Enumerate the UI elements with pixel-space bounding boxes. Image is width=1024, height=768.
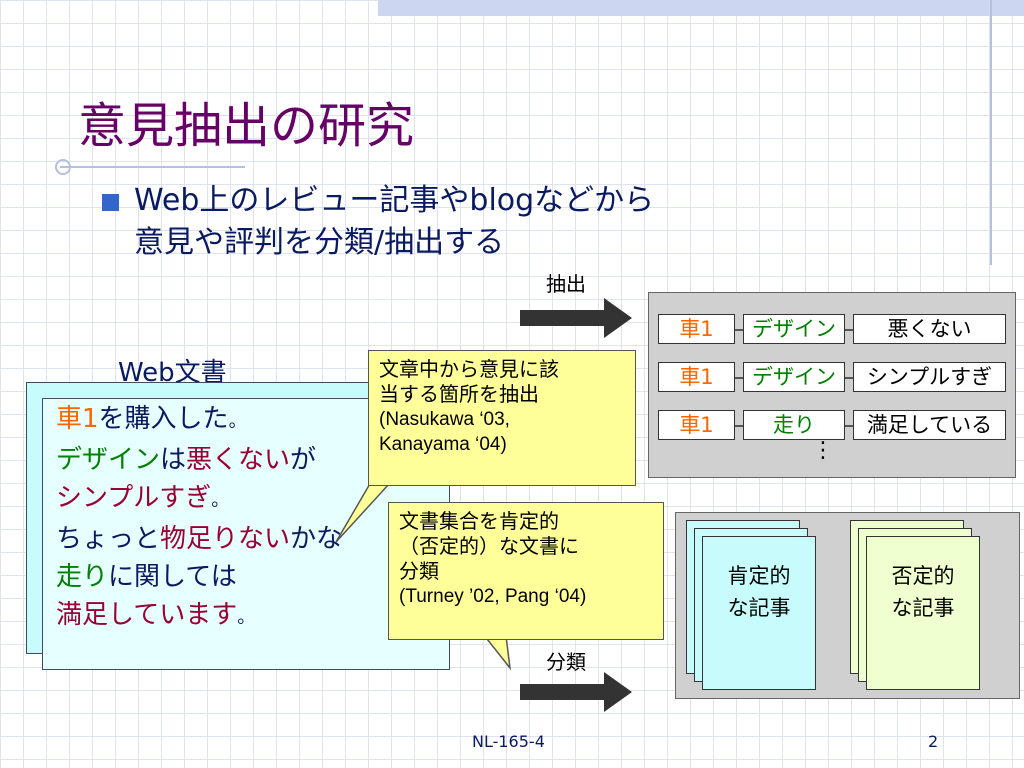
doc-line-5: 走りに関しては — [56, 562, 237, 592]
doc-line-3: シンプルすぎ。 — [56, 483, 230, 513]
connector — [735, 329, 743, 331]
doc-line-1: 車1を購入した。 — [56, 404, 247, 434]
connector — [735, 377, 743, 379]
classify-arrow-icon — [520, 672, 632, 712]
page-number: 2 — [928, 732, 939, 751]
connector — [735, 425, 743, 427]
bullet-text: Web上のレビュー記事やblogなどから 意見や評判を分類/抽出する — [134, 180, 654, 264]
positive-article-page — [702, 536, 816, 690]
header-band — [378, 0, 1024, 16]
connector — [845, 377, 853, 379]
footer-label: NL-165-4 — [472, 732, 545, 751]
slide-title: 意見抽出の研究 — [78, 98, 415, 154]
positive-article-label: 肯定的 な記事 — [727, 564, 791, 620]
extract-aspect-cell: デザイン — [743, 362, 845, 392]
decorative-circle-icon — [55, 159, 71, 175]
doc-line-4: ちょっと物足りないかな — [56, 524, 343, 554]
connector — [845, 329, 853, 331]
extract-opinion-cell: 悪くない — [853, 314, 1006, 344]
extract-arrow-icon — [520, 298, 632, 338]
connector — [845, 425, 853, 427]
negative-article-label: 否定的 な記事 — [891, 564, 955, 620]
bullet-line-2: 意見や評判を分類/抽出する — [134, 225, 505, 260]
more-rows-ellipsis: ⋮ — [812, 438, 834, 463]
extract-opinion-cell: 満足している — [853, 410, 1006, 440]
extract-aspect-cell: 走り — [743, 410, 845, 440]
classify-label: 分類 — [546, 650, 586, 674]
extract-label: 抽出 — [546, 272, 586, 296]
doc-line-2: デザインは悪くないが — [56, 445, 317, 475]
extract-aspect-cell: デザイン — [743, 314, 845, 344]
classify-callout: 文書集合を肯定的 （否定的）な文書に 分類 (Turney ’02, Pang … — [388, 502, 664, 640]
negative-article-page — [866, 536, 980, 690]
web-document-text: 車1を購入した。 デザインは悪くないが シンプルすぎ。 ちょっと物足りないかな … — [56, 400, 342, 637]
bullet-square-icon — [102, 194, 119, 211]
bullet-line-1: Web上のレビュー記事やblogなどから — [134, 183, 655, 218]
decorative-horizontal-line — [60, 166, 245, 168]
doc-line-6: 満足しています。 — [56, 600, 256, 630]
extract-opinion-cell: シンプルすぎ — [853, 362, 1006, 392]
extract-target-cell: 車1 — [658, 410, 735, 440]
extract-target-cell: 車1 — [658, 362, 735, 392]
decorative-vertical-line — [990, 0, 992, 265]
extract-target-cell: 車1 — [658, 314, 735, 344]
extract-callout: 文章中から意見に該 当する箇所を抽出 (Nasukawa ‘03, Kanaya… — [368, 350, 636, 486]
